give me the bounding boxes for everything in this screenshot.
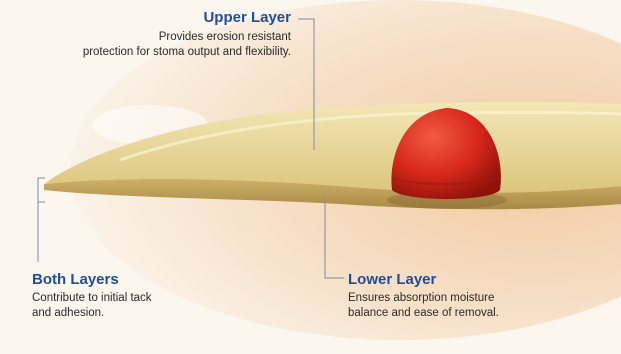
lower-layer-description-line-2: balance and ease of removal. bbox=[348, 306, 499, 321]
lower-layer-description-line-1: Ensures absorption moisture bbox=[348, 291, 499, 306]
both-layers-description: Contribute to initial tack and adhesion. bbox=[32, 291, 152, 321]
upper-layer-description: Provides erosion resistant protection fo… bbox=[83, 30, 291, 60]
lower-layer-description: Ensures absorption moisture balance and … bbox=[348, 291, 499, 321]
upper-layer-description-line-1: Provides erosion resistant bbox=[83, 30, 291, 45]
both-layers-description-line-1: Contribute to initial tack bbox=[32, 291, 152, 306]
upper-layer-title: Upper Layer bbox=[83, 9, 291, 27]
upper-layer-callout: Upper Layer Provides erosion resistant p… bbox=[83, 9, 291, 60]
both-layers-title: Both Layers bbox=[32, 271, 152, 289]
both-layers-callout: Both Layers Contribute to initial tack a… bbox=[32, 271, 152, 321]
both-layers-description-line-2: and adhesion. bbox=[32, 306, 152, 321]
lower-layer-title: Lower Layer bbox=[348, 271, 499, 289]
upper-layer-description-line-2: protection for stoma output and flexibil… bbox=[83, 45, 291, 60]
lower-layer-callout: Lower Layer Ensures absorption moisture … bbox=[348, 271, 499, 321]
